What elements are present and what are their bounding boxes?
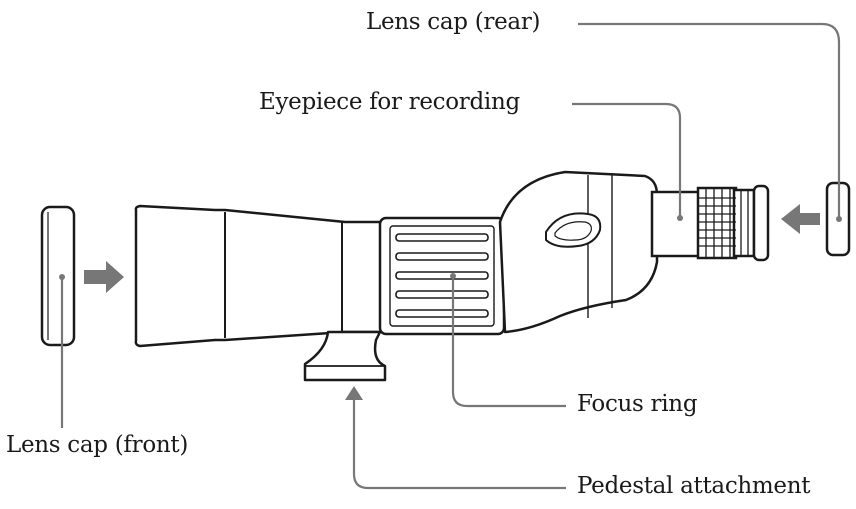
leader-lens-cap-rear	[578, 22, 841, 219]
prism-housing	[498, 170, 659, 334]
label-lens-cap-rear: Lens cap (rear)	[366, 9, 541, 35]
label-eyepiece: Eyepiece for recording	[259, 89, 520, 115]
label-pedestal: Pedestal attachment	[577, 473, 811, 499]
leader-dot-focus	[450, 273, 456, 279]
leader-focus-ring	[451, 276, 566, 408]
leader-pedestal	[352, 396, 566, 490]
leader-dot-eyepiece	[677, 215, 683, 221]
focus-ring-grips	[395, 233, 489, 318]
front-cap-arrow	[84, 261, 124, 293]
rear-cap-arrow	[781, 204, 820, 234]
pedestal-attachment	[303, 330, 387, 382]
leader-eyepiece	[572, 102, 682, 218]
leader-dot-rear	[836, 216, 842, 222]
eyepiece-knurling	[698, 188, 749, 258]
front-lens-cap	[40, 205, 76, 347]
eyepiece	[650, 184, 770, 262]
label-focus-ring: Focus ring	[577, 391, 698, 417]
leader-pedestal-arrowhead	[345, 386, 363, 400]
objective-barrel	[134, 204, 387, 348]
label-lens-cap-front: Lens cap (front)	[6, 432, 188, 458]
leader-dot-front	[59, 274, 65, 280]
